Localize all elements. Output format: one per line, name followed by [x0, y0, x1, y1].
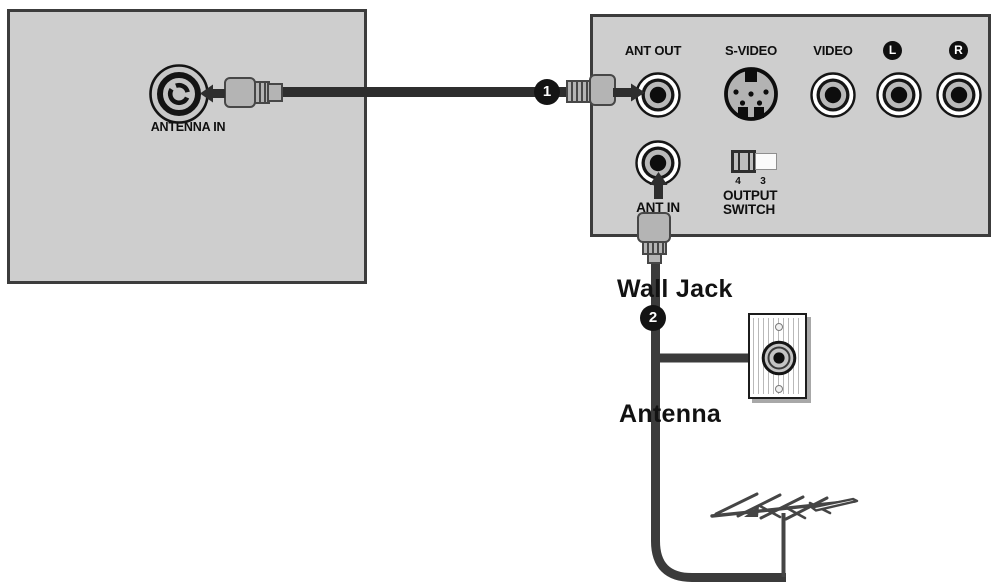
screw-icon-top	[775, 323, 783, 331]
antenna-label: Antenna	[619, 400, 722, 428]
coax-antenna-in-icon	[149, 64, 209, 124]
audio-left-badge: L	[883, 41, 902, 60]
vcr-back-panel: ANT OUT S-VIDEO VIDEO L R	[590, 14, 991, 237]
s-video-label: S-VIDEO	[724, 43, 778, 58]
wall-jack-label: Wall Jack	[617, 275, 733, 303]
audio-left-jack-icon	[876, 72, 922, 118]
video-jack-icon	[810, 72, 856, 118]
screw-icon-bottom	[775, 385, 783, 393]
svideo-jack-icon	[724, 67, 778, 121]
yagi-antenna-icon	[710, 492, 859, 521]
ant-out-jack-icon	[635, 72, 681, 118]
output-switch-label-line2: SWITCH	[723, 202, 776, 217]
antenna-cable-run	[651, 262, 859, 582]
ant-out-label: ANT OUT	[624, 43, 682, 58]
antenna-in-label: ANTENNA IN	[150, 120, 226, 134]
output-switch-label-line1: OUTPUT	[723, 188, 778, 203]
audio-right-badge: R	[949, 41, 968, 60]
switch-position-3: 3	[760, 176, 766, 187]
wall-coax-jack-icon	[761, 340, 797, 376]
video-label: VIDEO	[813, 43, 853, 58]
ant-in-jack-icon	[635, 140, 681, 186]
wall-plate-icon	[748, 313, 807, 399]
tv-back-panel: ANTENNA IN	[7, 9, 367, 284]
ant-in-label: ANT IN	[636, 200, 680, 215]
arrow-left-icon	[200, 84, 225, 103]
callout-2-badge: 2	[640, 305, 666, 331]
arrow-right-icon	[613, 83, 645, 102]
callout-1-badge: 1	[534, 79, 560, 105]
cable-tv-to-vcr	[277, 87, 570, 97]
output-switch-slot	[755, 153, 777, 170]
switch-position-4: 4	[735, 176, 741, 187]
arrow-up-icon	[649, 172, 668, 199]
audio-right-jack-icon	[936, 72, 982, 118]
cable-wall-to-antenna	[651, 262, 786, 582]
output-switch-knob	[731, 150, 756, 173]
